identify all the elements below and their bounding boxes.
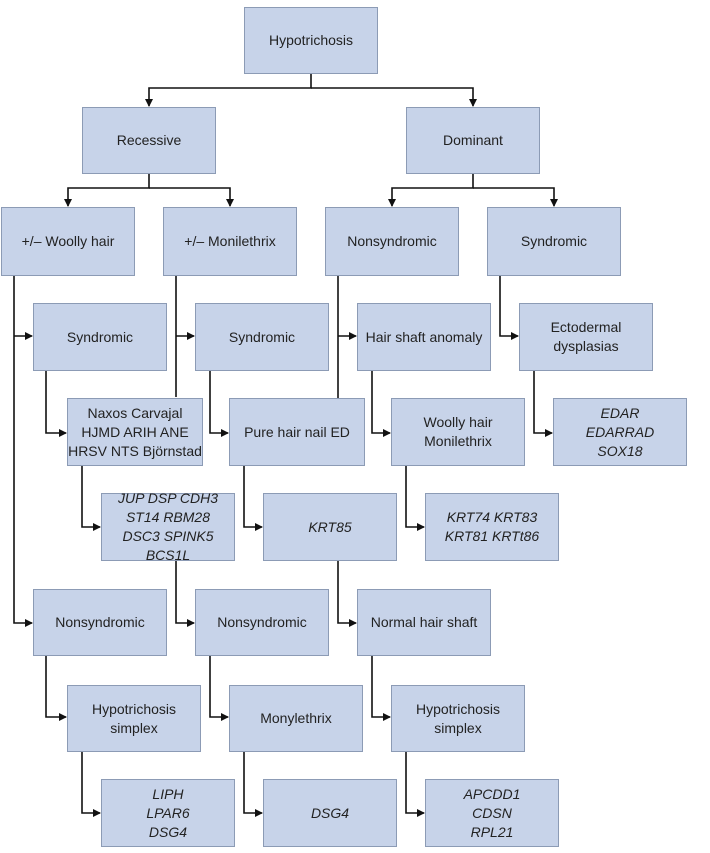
connector-mony-dsg4 xyxy=(243,752,263,817)
connector-woolly-trunk xyxy=(13,276,33,627)
nonsyndromic-monilethrix-node: Nonsyndromic xyxy=(195,589,329,656)
normal-hair-shaft-node: Normal hair shaft xyxy=(357,589,491,656)
krt74-genes-node: KRT74 KRT83 KRT81 KRTt86 xyxy=(425,493,559,561)
syndromic-monilethrix-node: Syndromic xyxy=(195,303,329,371)
hypotrichosis-simplex-dominant-node: Hypotrichosis simplex xyxy=(391,685,525,752)
connector-syndromic-ecto xyxy=(499,276,519,340)
connector-dominant-syndromic xyxy=(473,187,558,207)
connector-hairshaft-woolly xyxy=(371,371,391,437)
connector-recessive-monilethrix xyxy=(149,187,234,207)
connector-nonsyn-a-hs xyxy=(45,656,67,721)
hypotrichosis-node: Hypotrichosis xyxy=(244,7,378,74)
nonsyndromic-woolly-node: Nonsyndromic xyxy=(33,589,167,656)
edar-genes-node: EDAR EDARRAD SOX18 xyxy=(553,398,687,466)
woolly-monilethrix-node: Woolly hair Monilethrix xyxy=(391,398,525,466)
liph-genes-node: LIPH LPAR6 DSG4 xyxy=(101,779,235,847)
connector-naxos-jup xyxy=(81,466,101,531)
connector-monilethrix-nonsyndromic xyxy=(175,561,195,627)
monilethrix-node: +/– Monilethrix xyxy=(163,207,297,276)
krt85-gene-node: KRT85 xyxy=(263,493,397,561)
connector-nonsyn-b-mony xyxy=(209,656,229,721)
connector-syndromic-a-naxos xyxy=(45,371,67,437)
dsg4-gene-node: DSG4 xyxy=(263,779,397,847)
connector-hypotrichosis-dominant xyxy=(311,87,477,107)
woolly-hair-node: +/– Woolly hair xyxy=(1,207,135,276)
connector-ecto-edar xyxy=(533,371,553,437)
nonsyndromic-dominant-node: Nonsyndromic xyxy=(325,207,459,276)
connector-pure-krt85 xyxy=(243,466,263,531)
connector-hs-apcdd1 xyxy=(405,752,425,817)
dominant-node: Dominant xyxy=(406,107,540,174)
connector-woolly-krt74 xyxy=(405,466,425,531)
syndromic-dominant-node: Syndromic xyxy=(487,207,621,276)
connector-hs-liph xyxy=(81,752,101,817)
jup-genes-node: JUP DSP CDH3 ST14 RBM28 DSC3 SPINK5 BCS1… xyxy=(101,490,235,563)
recessive-node: Recessive xyxy=(82,107,216,174)
apcdd1-genes-node: APCDD1 CDSN RPL21 xyxy=(425,779,559,847)
syndromic-woolly-node: Syndromic xyxy=(33,303,167,371)
connector-hypotrichosis xyxy=(145,74,312,107)
pure-hair-nail-ed-node: Pure hair nail ED xyxy=(229,398,365,466)
connector-nonsyn-normal xyxy=(337,561,357,627)
connector-normal-hs xyxy=(371,656,391,721)
hair-shaft-anomaly-node: Hair shaft anomaly xyxy=(357,303,491,371)
connector-syndromic-b-pure xyxy=(209,371,229,437)
connector-dominant xyxy=(388,174,474,207)
connector-recessive xyxy=(64,174,150,207)
hypotrichosis-simplex-recessive-node: Hypotrichosis simplex xyxy=(67,685,201,752)
monylethrix-node: Monylethrix xyxy=(229,685,363,752)
naxos-syndromes-node: Naxos Carvajal HJMD ARIH ANE HRSV NTS Bj… xyxy=(67,398,203,466)
ectodermal-dysplasias-node: Ectodermal dysplasias xyxy=(519,303,653,371)
